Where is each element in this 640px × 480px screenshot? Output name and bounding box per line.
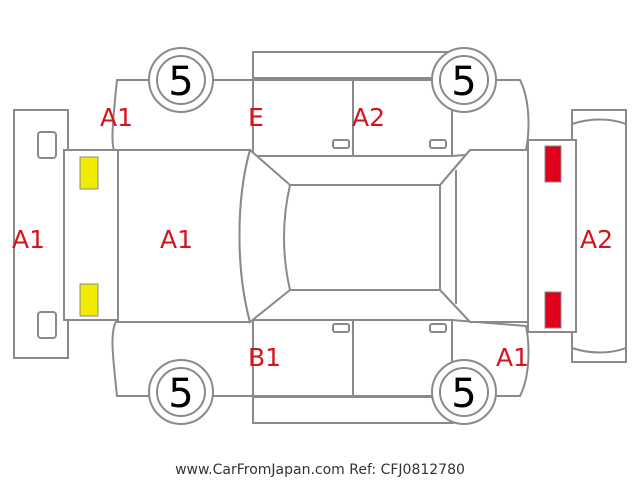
svg-text:5: 5	[451, 371, 476, 417]
headlamp-right	[79, 283, 99, 317]
taillamp-left	[544, 145, 562, 183]
headlamp-left	[79, 156, 99, 190]
damage-front-bumper: A1	[12, 225, 45, 254]
cabin	[238, 148, 529, 324]
damage-hood: A1	[160, 225, 193, 254]
damage-rear-bumper: A2	[580, 225, 613, 254]
front-bumper	[13, 109, 69, 359]
damage-front-door-right: B1	[248, 343, 281, 372]
right-side-sill	[252, 396, 454, 424]
tire-rear-left: 5	[431, 47, 497, 113]
rear-end-panel	[527, 139, 577, 333]
damage-front-door-left: E	[248, 103, 264, 132]
tire-front-right: 5	[148, 359, 214, 425]
damage-rear-door-left: A2	[352, 103, 385, 132]
tire-front-left: 5	[148, 47, 214, 113]
taillamp-right	[544, 291, 562, 329]
footer-reference: www.CarFromJapan.com Ref: CFJ0812780	[175, 462, 465, 478]
svg-text:5: 5	[168, 59, 193, 105]
damage-front-fender-left: A1	[100, 103, 133, 132]
svg-text:5: 5	[168, 371, 193, 417]
tire-rear-right: 5	[431, 359, 497, 425]
svg-text:5: 5	[451, 59, 476, 105]
left-side-sill	[252, 51, 454, 79]
damage-rear-fender-right: A1	[496, 343, 529, 372]
